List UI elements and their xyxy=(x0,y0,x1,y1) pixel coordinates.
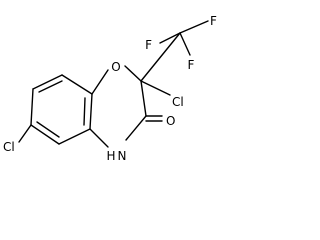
bond xyxy=(89,128,109,148)
bond xyxy=(140,80,147,117)
double-bond-inner xyxy=(36,121,60,138)
substituents xyxy=(18,20,209,143)
bond xyxy=(125,115,147,141)
atom-label-fluorine: F xyxy=(210,14,217,28)
bond-to-f xyxy=(159,32,181,44)
bond-to-cl xyxy=(140,80,171,96)
bond xyxy=(124,65,142,82)
atom-label-chlorine-top: Cl xyxy=(172,95,184,109)
bond xyxy=(58,128,91,145)
bond xyxy=(32,74,63,90)
atom-label-chlorine-left: Cl xyxy=(3,140,15,154)
bond xyxy=(61,74,93,95)
atom-label-fluorine: F xyxy=(145,38,152,52)
bond-to-f xyxy=(179,32,191,56)
bond xyxy=(30,124,60,145)
atom-label-hydrogen: H xyxy=(106,149,115,163)
double-bond-inner xyxy=(38,80,63,93)
atom-label-fluorine: F xyxy=(188,58,195,72)
bond xyxy=(89,93,93,130)
bond-to-cl xyxy=(18,124,32,143)
molecule-structure: O O H N Cl Cl F F F xyxy=(3,14,217,163)
bond xyxy=(91,69,109,95)
oxazine-ring xyxy=(89,65,163,148)
benzene-ring xyxy=(30,74,93,145)
atom-label-nitrogen: N xyxy=(118,149,127,163)
bond xyxy=(30,88,34,126)
atom-label-carbonyl-oxygen: O xyxy=(166,114,175,128)
bond-to-f xyxy=(179,20,209,34)
bond-to-cf3 xyxy=(140,32,181,82)
atom-label-oxygen: O xyxy=(111,60,120,74)
double-bond-inner xyxy=(83,97,86,126)
